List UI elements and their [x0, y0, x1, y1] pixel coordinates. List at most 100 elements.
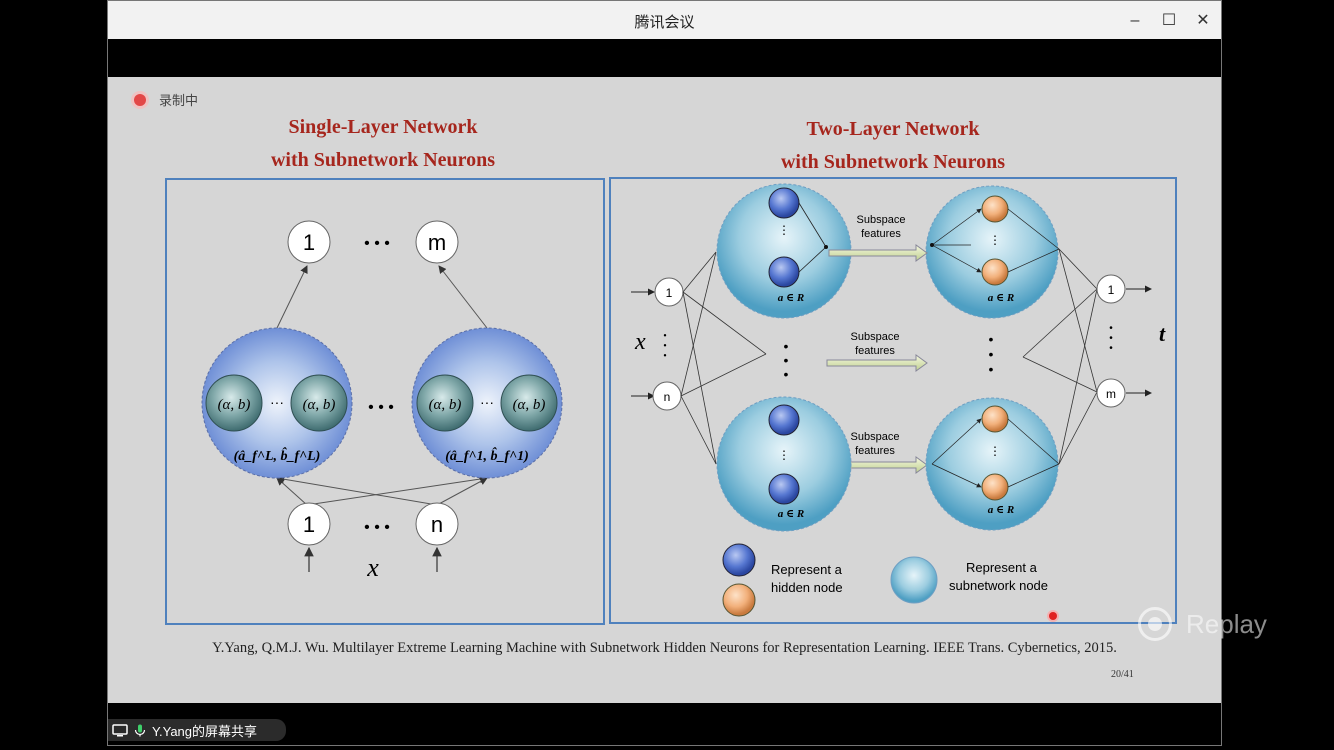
subspace-arrow-1: Subspace features: [828, 214, 928, 262]
input-node-n-right: n: [652, 381, 682, 411]
svg-text:1: 1: [1108, 283, 1115, 297]
right-title-line2: with Subnetwork Neurons: [780, 151, 1006, 173]
svg-text:•: •: [1109, 323, 1113, 334]
recording-label: 录制中: [159, 93, 199, 108]
svg-text:subnetwork node: subnetwork node: [949, 578, 1048, 593]
svg-text:features: features: [855, 445, 895, 457]
meeting-window: 腾讯会议 – ☐ ✕ 录制中 Single-Layer Network with…: [107, 0, 1267, 746]
svg-text:•: •: [784, 366, 789, 382]
svg-text:features: features: [855, 345, 895, 357]
subspace-arrow-2: Subspace features: [826, 331, 928, 372]
two-layer-diagram: 1 n • • • x: [631, 183, 1166, 617]
svg-text:···: ···: [480, 394, 494, 410]
input-node-1-right: 1: [654, 277, 684, 307]
svg-text:Represent a: Represent a: [771, 562, 843, 577]
svg-text:Represent a: Represent a: [966, 560, 1038, 575]
subnetwork-node-top-right: ⋮ a ∈ R: [925, 185, 1060, 319]
subnetwork-dots: • • •: [368, 399, 394, 416]
subnetwork-node-bottom-left: ⋮ a ∈ R: [716, 396, 852, 532]
replay-button[interactable]: Replay: [1138, 607, 1267, 641]
page-number: 20/41: [1111, 669, 1134, 680]
svg-text:•: •: [1109, 343, 1113, 354]
svg-text:1: 1: [666, 286, 673, 300]
svg-text:features: features: [861, 228, 901, 240]
svg-text:(α, b): (α, b): [303, 397, 336, 413]
right-title: Two-Layer Network with Subnetwork Neuron…: [688, 113, 1098, 179]
screen-share-label: Y.Yang的屏幕共享: [152, 723, 258, 739]
svg-text:···: ···: [270, 394, 284, 410]
recording-dot-icon: [134, 93, 146, 106]
minimize-button[interactable]: –: [1130, 12, 1140, 29]
svg-text:⋮: ⋮: [989, 233, 1001, 247]
left-title-line1: Single-Layer Network: [288, 116, 478, 138]
svg-text:•: •: [989, 346, 994, 362]
svg-text:⋮: ⋮: [989, 444, 1001, 458]
svg-text:Subspace: Subspace: [857, 214, 906, 226]
right-title-line1: Two-Layer Network: [806, 118, 980, 140]
input-node-1: 1: [287, 502, 331, 546]
citation: Y.Yang, Q.M.J. Wu. Multilayer Extreme Le…: [212, 640, 1117, 656]
svg-text:•: •: [989, 361, 994, 377]
top-black-bar: [108, 39, 1221, 77]
svg-text:Subspace: Subspace: [851, 431, 900, 443]
maximize-button[interactable]: ☐: [1161, 12, 1177, 29]
svg-text:•: •: [784, 352, 789, 368]
input-node-n-label: n: [431, 512, 443, 537]
svg-text:a ∈ R: a ∈ R: [988, 504, 1014, 516]
output-node-m-label: m: [428, 230, 446, 255]
svg-text:n: n: [664, 390, 671, 404]
output-dots: • • •: [364, 235, 390, 252]
output-node-1-right: 1: [1096, 274, 1126, 304]
svg-text:a ∈ R: a ∈ R: [988, 292, 1014, 304]
svg-text:⋮: ⋮: [778, 448, 790, 462]
svg-text:(α, b): (α, b): [218, 397, 251, 413]
svg-text:(α, b): (α, b): [429, 397, 462, 413]
input-node-n: n: [415, 502, 459, 546]
subnetwork-node-right: (α, b) (α, b) ··· (â_f^1, b̂_f^1): [411, 327, 563, 479]
subnetwork-node-bottom-right: ⋮ a ∈ R: [925, 397, 1060, 531]
close-button[interactable]: ✕: [1196, 12, 1210, 29]
subnetwork-left-label: (â_f^L, b̂_f^L): [234, 446, 321, 464]
subnetwork-node-left: (α, b) (α, b) ··· (â_f^L, b̂_f^L): [201, 327, 353, 479]
left-title-line2: with Subnetwork Neurons: [270, 149, 496, 171]
output-node-1-label: 1: [303, 230, 315, 255]
microphone-icon: [134, 724, 146, 736]
right-diagram-panel: 1 n • • • x: [609, 177, 1177, 624]
input-variable-x: x: [366, 553, 379, 582]
svg-text:a ∈ R: a ∈ R: [778, 508, 804, 520]
replay-icon: [1138, 607, 1172, 641]
svg-text:•: •: [663, 351, 667, 362]
input-node-1-label: 1: [303, 512, 315, 537]
subspace-arrow-3: Subspace features: [826, 431, 928, 474]
replay-label: Replay: [1186, 608, 1267, 639]
bottom-black-bar: [108, 703, 1221, 745]
output-node-m: m: [415, 220, 459, 264]
right-input-var-x: x: [634, 329, 646, 355]
svg-text:•: •: [784, 338, 789, 354]
svg-text:•: •: [663, 341, 667, 352]
legend: Represent a hidden node Represent a subn…: [722, 543, 1048, 617]
subnetwork-right-label: (â_f^1, b̂_f^1): [445, 446, 529, 464]
input-dots: • • •: [364, 519, 390, 536]
output-variable-t: t: [1159, 321, 1166, 346]
svg-text:•: •: [663, 331, 667, 342]
svg-text:•: •: [1109, 333, 1113, 344]
recording-indicator[interactable]: 录制中: [134, 90, 198, 109]
svg-text:hidden node: hidden node: [771, 580, 843, 595]
title-bar: 腾讯会议 – ☐ ✕: [108, 1, 1221, 40]
svg-text:a ∈ R: a ∈ R: [778, 292, 804, 304]
single-layer-diagram: 1 • • • m (α, b) (α, b) ··· (â_f^L, b̂_f…: [201, 220, 563, 582]
svg-text:•: •: [989, 331, 994, 347]
output-node-m-right: m: [1096, 378, 1126, 408]
left-diagram-panel: 1 • • • m (α, b) (α, b) ··· (â_f^L, b̂_f…: [165, 178, 605, 625]
left-title: Single-Layer Network with Subnetwork Neu…: [178, 111, 588, 177]
svg-text:Subspace: Subspace: [851, 331, 900, 343]
window-title: 腾讯会议: [634, 14, 695, 31]
svg-text:(α, b): (α, b): [513, 397, 546, 413]
output-node-1: 1: [287, 220, 331, 264]
subnetwork-node-top-left: ⋮ a ∈ R: [716, 183, 852, 319]
svg-text:m: m: [1106, 387, 1116, 401]
laser-pointer: [1049, 612, 1057, 620]
screen-share-indicator[interactable]: Y.Yang的屏幕共享: [108, 719, 286, 741]
svg-text:⋮: ⋮: [778, 223, 790, 237]
